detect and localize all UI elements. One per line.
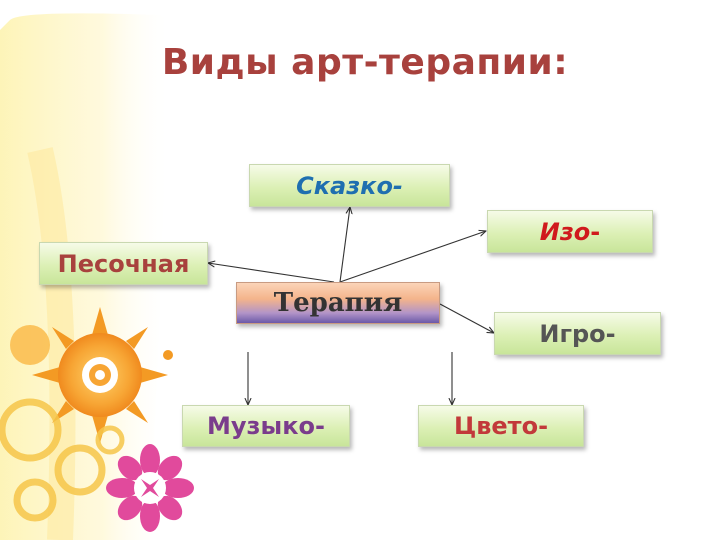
- slide-title: Виды арт-терапии:: [161, 42, 569, 83]
- node-skazko: Сказко-: [249, 164, 450, 207]
- node-tsveto-label: Цвето-: [453, 412, 549, 440]
- node-skazko-label: Сказко-: [296, 171, 403, 200]
- node-therapy-label: Терапия: [273, 288, 403, 318]
- node-izo-label-suffix: -: [590, 217, 601, 246]
- node-pesochnaya: Песочная: [39, 242, 208, 285]
- node-therapy: Терапия: [236, 282, 440, 324]
- arrow-to-izo: [339, 231, 486, 283]
- node-muzyko-label: Музыко-: [207, 412, 325, 440]
- sun-flower-icon: [10, 307, 173, 443]
- node-muzyko: Музыко-: [182, 405, 350, 447]
- node-pesochnaya-label: Песочная: [57, 249, 190, 278]
- pink-flower-icon: [106, 444, 194, 532]
- node-tsveto: Цвето-: [418, 405, 584, 447]
- rings-icon: [0, 398, 125, 522]
- node-igro-label: Игро-: [539, 319, 616, 348]
- node-izo-label-main: Изо: [539, 217, 591, 246]
- arrow-to-skazko: [339, 207, 350, 283]
- arrow-to-pesochnaya: [208, 263, 335, 283]
- arrow-to-igro: [439, 303, 494, 333]
- node-izo: Изо-: [487, 210, 653, 253]
- node-igro: Игро-: [494, 312, 661, 355]
- node-izo-label: Изо-: [540, 218, 601, 246]
